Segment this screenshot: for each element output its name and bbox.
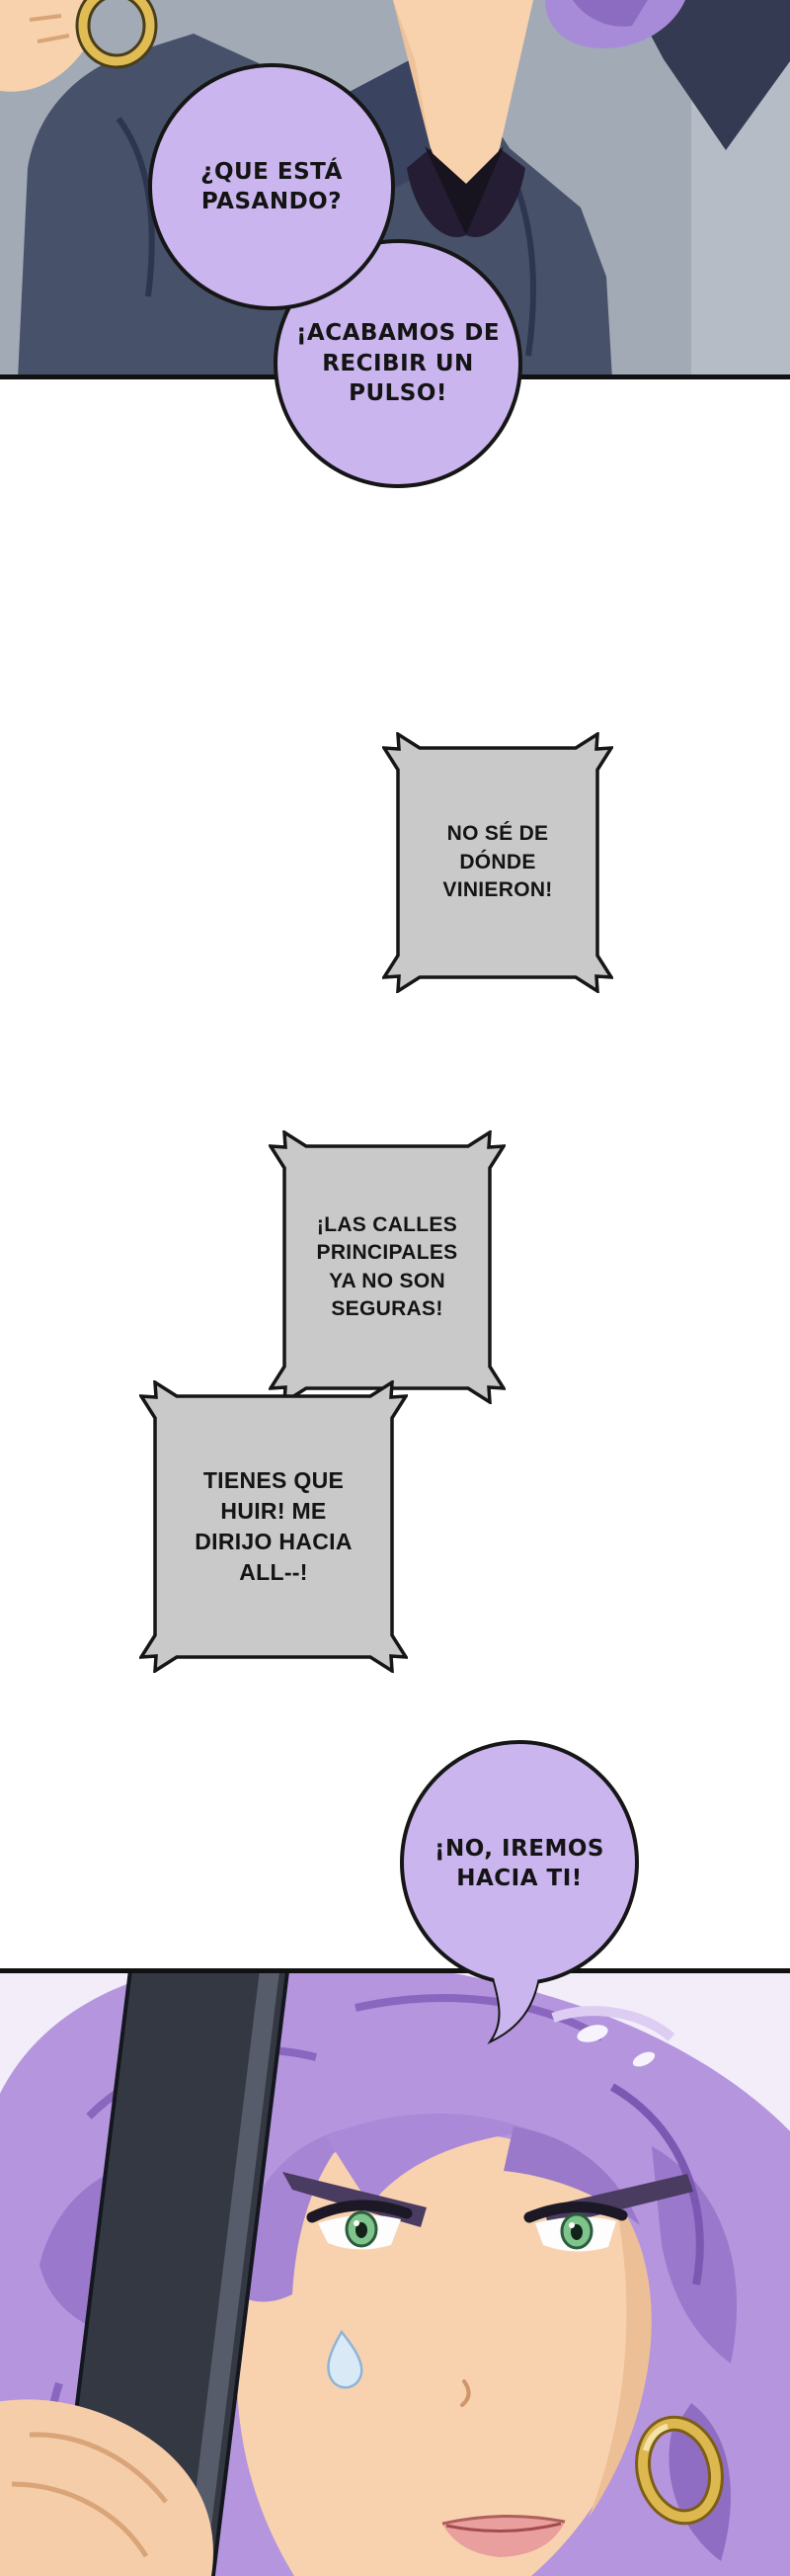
radio-box-1-text: NO SÉ DE DÓNDE VINIERON! [442, 822, 553, 902]
gold-earring-top [75, 0, 158, 69]
panel-bottom [0, 1968, 790, 2576]
radio-box-1-burst [382, 732, 613, 993]
radio-box-2-burst [269, 1130, 506, 1404]
radio-box-3-text: TIENES QUE HUIR! ME DIRIJO HACIA ALL--! [195, 1466, 353, 1586]
left-eye [306, 2200, 413, 2250]
radio-box-3: TIENES QUE HUIR! ME DIRIJO HACIA ALL--! [139, 1380, 408, 1673]
panel-bottom-border [0, 1968, 790, 1973]
speech-bubble-3-text: ¡NO, IREMOS HACIA TI! [434, 1835, 604, 1891]
chest-skin [393, 0, 533, 238]
right-eye [523, 2202, 628, 2252]
purple-hair-top [545, 0, 685, 48]
nose [460, 2379, 471, 2407]
sweat-drop [327, 2329, 363, 2389]
mouth [441, 2515, 566, 2557]
gold-hoop-earring [635, 2415, 724, 2526]
speech-bubble-2-text: ¡ACABAMOS DE RECIBIR UN PULSO! [295, 320, 501, 407]
holding-hand [0, 2399, 213, 2576]
speech-bubble-1-text: ¿QUE ESTÁ PASANDO? [200, 158, 343, 214]
radio-box-1: NO SÉ DE DÓNDE VINIERON! [382, 732, 613, 993]
radio-box-2-text: ¡LAS CALLES PRINCIPALES YA NO SON SEGURA… [316, 1212, 458, 1320]
speech-bubble-3-tail-fill [489, 1947, 541, 2039]
radio-box-2: ¡LAS CALLES PRINCIPALES YA NO SON SEGURA… [269, 1130, 506, 1404]
raised-hand [0, 0, 95, 92]
radio-box-3-burst [139, 1380, 408, 1673]
dark-hair-lock [632, 0, 790, 150]
speech-bubble-3: ¡NO, IREMOS HACIA TI! [390, 1737, 649, 2045]
speech-bubble-1: ¿QUE ESTÁ PASANDO? [148, 63, 395, 310]
